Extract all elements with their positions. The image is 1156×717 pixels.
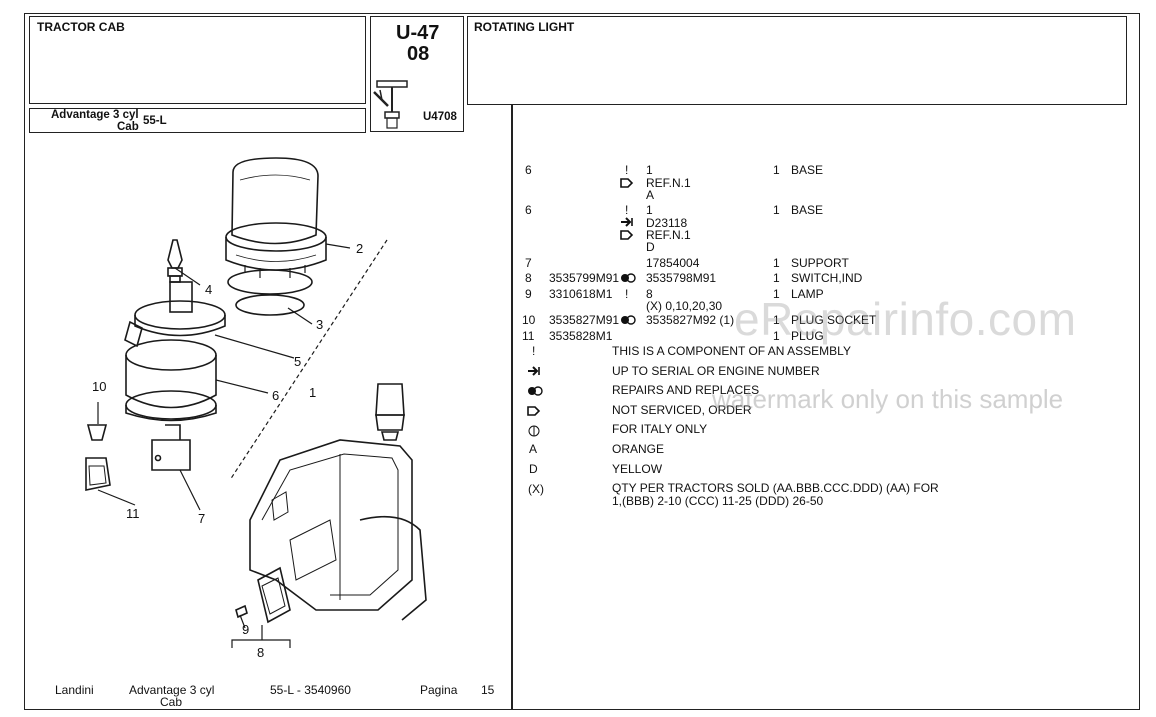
part-item: 7: [525, 256, 532, 270]
legend-text: ORANGE: [612, 442, 665, 456]
part-desc: 17854004: [646, 256, 700, 270]
part-item: 10: [522, 313, 536, 327]
part-qty: 1: [773, 203, 780, 217]
part-item: 6: [525, 203, 532, 217]
part-desc: 8: [646, 287, 653, 301]
part-item: 11: [522, 329, 535, 343]
part-qty: 1: [773, 313, 780, 327]
part-name: PLUG SOCKET: [791, 313, 877, 327]
part-name: SWITCH,IND: [791, 271, 863, 285]
model-box: [29, 108, 366, 133]
legend-text: UP TO SERIAL OR ENGINE NUMBER: [612, 364, 820, 378]
part-name: SUPPORT: [791, 256, 849, 270]
watermark-domain: eRepairinfo.com: [734, 293, 1077, 345]
callout-8: 8: [257, 645, 265, 660]
arrow-icon: [528, 366, 540, 376]
callout-6: 6: [272, 388, 280, 403]
callout-3: 3: [316, 317, 324, 332]
page-title: ROTATING LIGHT: [474, 20, 575, 34]
repl-icon: [621, 273, 636, 283]
model-line2: Cab: [117, 121, 139, 133]
part-sub: D: [646, 240, 655, 254]
part-desc: 3535827M92 (1): [646, 313, 735, 327]
legend-symbol: A: [529, 442, 538, 456]
section-title: TRACTOR CAB: [37, 20, 125, 34]
repl-icon: [621, 315, 636, 325]
page-code-line1: U-47: [396, 22, 440, 44]
footer-model-line2: Cab: [160, 695, 183, 709]
repl-icon: [528, 386, 543, 396]
model-line1: Advantage 3 cyl: [51, 109, 139, 121]
callout-10: 10: [92, 379, 107, 394]
part-sub: REF.N.1: [646, 228, 691, 242]
legend-symbol: D: [529, 462, 538, 476]
legend-text: FOR ITALY ONLY: [612, 422, 708, 436]
part-qty: 1: [773, 271, 780, 285]
part-name: PLUG: [791, 329, 824, 343]
part-qty: 1: [773, 329, 780, 343]
callout-1: 1: [309, 385, 317, 400]
legend-symbol: !: [532, 344, 536, 358]
exploded-diagram: [85, 157, 427, 648]
part-symbol: !: [625, 203, 629, 217]
part-desc: 1: [646, 163, 653, 177]
plug-icon: [620, 230, 634, 240]
part-name: BASE: [791, 203, 824, 217]
part-number: 3535827M91: [549, 313, 620, 327]
footer-pagina-label: Pagina: [420, 683, 458, 697]
section-box: [29, 16, 366, 104]
part-sub: D23118: [646, 216, 688, 230]
callout-2: 2: [356, 241, 364, 256]
part-qty: 1: [773, 287, 780, 301]
part-item: 9: [525, 287, 532, 301]
callout-9: 9: [242, 622, 250, 637]
figure-code: U4708: [423, 111, 457, 123]
callout-5: 5: [294, 354, 302, 369]
plug-icon: [620, 178, 634, 188]
part-sub: REF.N.1: [646, 176, 691, 190]
legend-symbol: (X): [528, 482, 544, 496]
part-number: 3310618M1: [549, 287, 613, 301]
part-qty: 1: [773, 256, 780, 270]
page-code-line2: 08: [407, 43, 430, 65]
part-desc: 3535798M91: [646, 271, 717, 285]
arrow-icon: [621, 217, 633, 227]
part-number: 3535799M91: [549, 271, 620, 285]
watermark-note: watermark only on this sample: [712, 384, 1064, 414]
part-qty: 1: [773, 163, 780, 177]
footer-code: 55-L - 3540960: [270, 683, 351, 697]
footer-brand: Landini: [55, 683, 94, 697]
part-desc-qty: (X) 0,10,20,30: [646, 299, 723, 313]
part-symbol: !: [625, 287, 629, 301]
footer-page-number: 15: [481, 683, 495, 697]
page-frame: [24, 13, 1140, 710]
part-name: BASE: [791, 163, 824, 177]
page-code-box: [370, 16, 464, 132]
title-box: [467, 16, 1127, 105]
part-item: 6: [525, 163, 532, 177]
model-code: 55-L: [143, 115, 167, 127]
legend-text: NOT SERVICED, ORDER: [612, 403, 752, 417]
callout-11: 11: [126, 506, 140, 521]
part-name: LAMP: [791, 287, 824, 301]
part-desc: 1: [646, 203, 653, 217]
callout-7: 7: [198, 511, 206, 526]
italy-icon: [528, 425, 540, 437]
plug-icon: [527, 406, 541, 416]
legend-text: THIS IS A COMPONENT OF AN ASSEMBLY: [612, 344, 851, 358]
callout-4: 4: [205, 282, 213, 297]
legend-text: REPAIRS AND REPLACES: [612, 383, 760, 397]
legend-text: QTY PER TRACTORS SOLD (AA.BBB.CCC.DDD) (…: [612, 481, 939, 495]
tool-icon: [373, 80, 408, 129]
legend-text: YELLOW: [612, 462, 663, 476]
part-symbol: !: [625, 163, 629, 177]
legend-text-cont: 1,(BBB) 2-10 (CCC) 11-25 (DDD) 26-50: [612, 494, 824, 508]
column-divider: [511, 105, 513, 710]
part-number: 3535828M1: [549, 329, 613, 343]
part-sub: A: [646, 188, 655, 202]
footer-model-line1: Advantage 3 cyl: [129, 683, 215, 697]
part-item: 8: [525, 271, 532, 285]
